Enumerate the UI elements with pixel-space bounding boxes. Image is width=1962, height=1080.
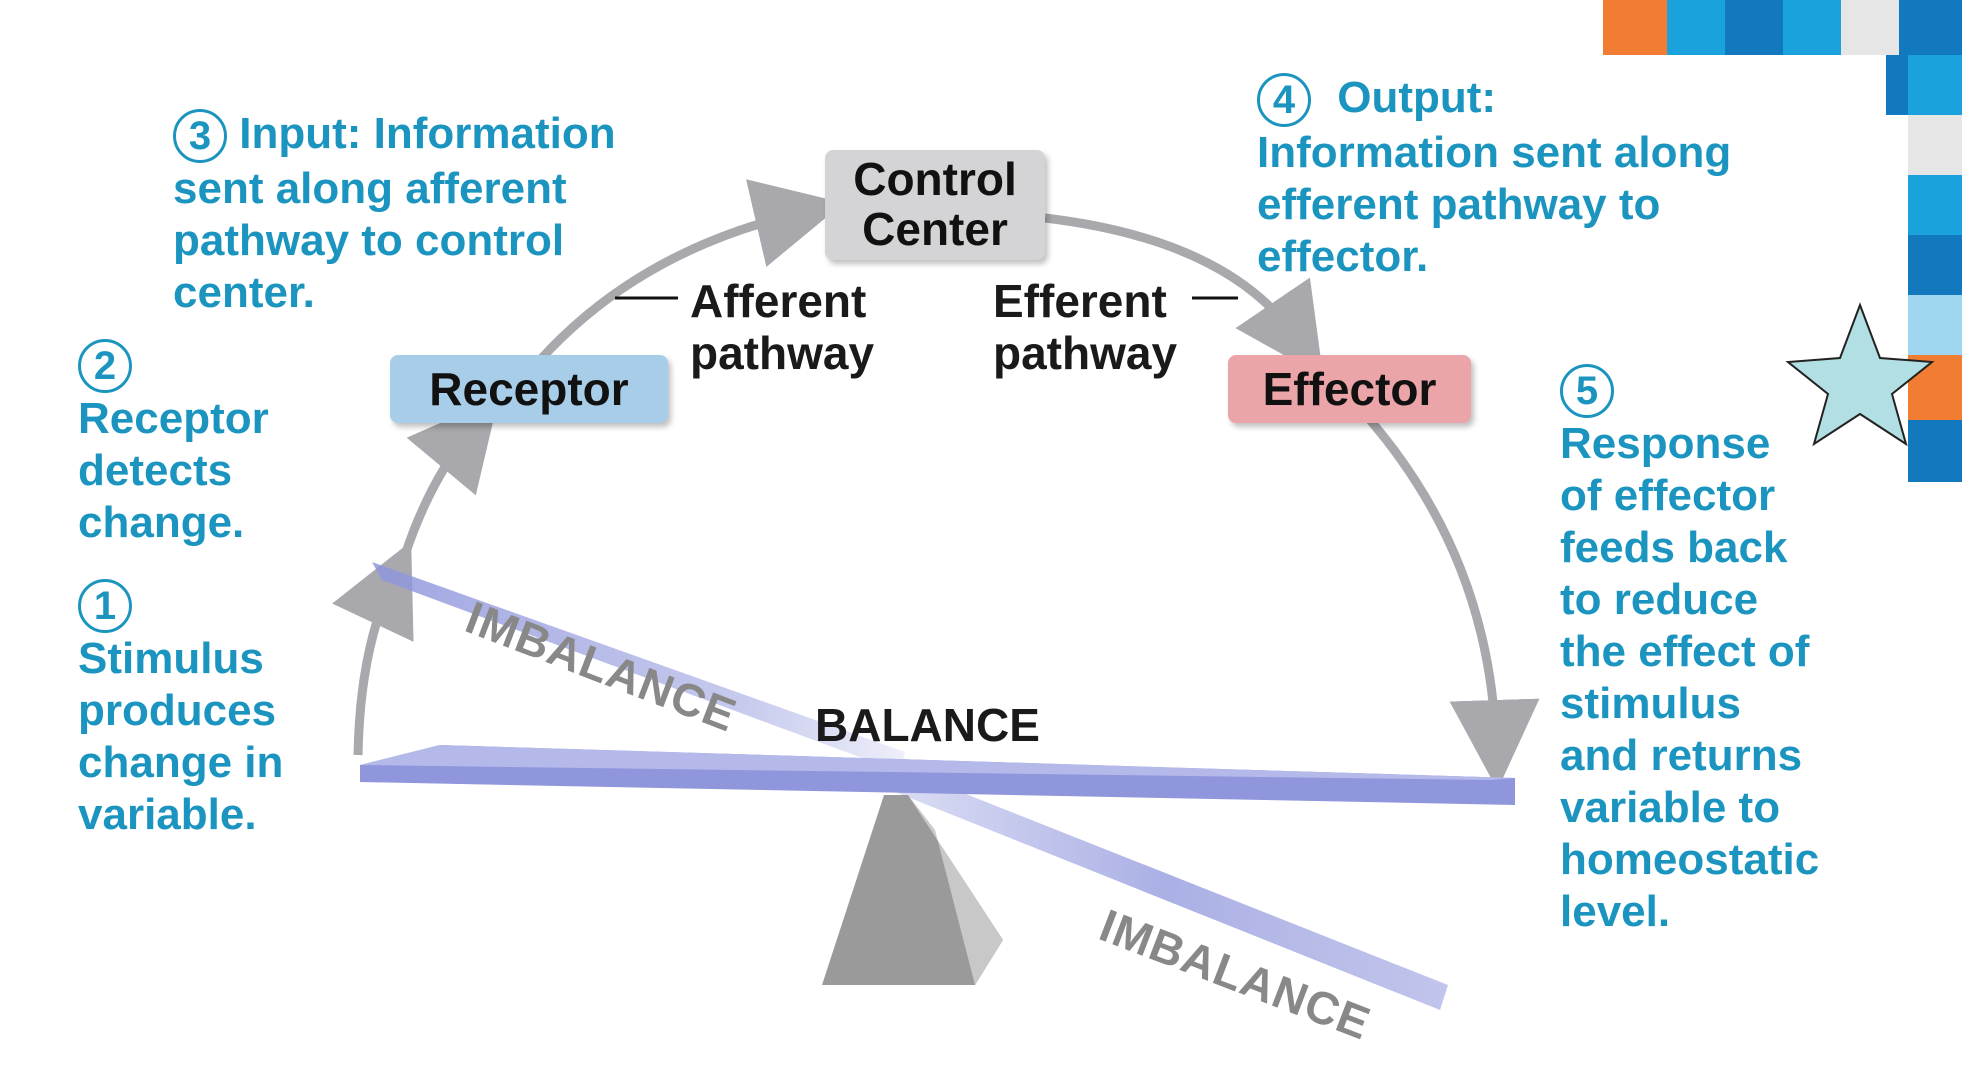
step-5-response: 5 Response of effector feeds back to red… xyxy=(1560,363,1819,938)
efferent-pathway-label: Efferent pathway xyxy=(993,275,1177,379)
step-3-input: 3 Input: Information sent along afferent… xyxy=(173,108,616,319)
stimulus-to-receptor-arrow xyxy=(332,541,414,756)
step-1-stimulus: 1 Stimulus produces change in variable. xyxy=(78,578,283,841)
control-center-label-line2: Center xyxy=(862,203,1008,255)
step-4-line: Information sent along xyxy=(1257,128,1732,178)
step-4-line: effector. xyxy=(1257,232,1429,282)
step-1-title: Stimulus xyxy=(78,634,264,684)
step-3-line: sent along afferent xyxy=(173,164,567,214)
step-3-line: center. xyxy=(173,268,315,318)
control-center-label-line1: Control xyxy=(853,153,1017,205)
step-4-line: efferent pathway to xyxy=(1257,180,1661,230)
afferent-word: Afferent xyxy=(690,275,867,327)
step-5-line: and returns xyxy=(1560,731,1803,781)
step-5-line: to reduce xyxy=(1560,575,1759,625)
balance-label: BALANCE xyxy=(815,699,1040,751)
afferent-pathway-label: Afferent pathway xyxy=(690,275,874,379)
step-1-number: 1 xyxy=(78,579,132,634)
receptor-arrow xyxy=(400,397,499,557)
step-2-number: 2 xyxy=(78,339,132,394)
efferent-pathway-word: pathway xyxy=(993,327,1178,379)
step-5-number: 5 xyxy=(1560,364,1614,419)
step-1-line: change in xyxy=(78,738,284,788)
step-5-line: level. xyxy=(1560,887,1671,937)
afferent-pathway-word: pathway xyxy=(690,327,875,379)
step-5-line: variable to xyxy=(1560,783,1781,833)
imbalance-beam-top xyxy=(372,562,905,772)
step-2-line: detects xyxy=(78,446,233,496)
step-5-line: feeds back xyxy=(1560,523,1788,573)
balance-beam-top-face xyxy=(360,745,1515,780)
step-5-line: the effect of xyxy=(1560,627,1810,677)
imbalance-beam-bottom xyxy=(880,760,1448,1010)
receptor-box: Receptor xyxy=(390,355,668,423)
step-5-line: stimulus xyxy=(1560,679,1741,729)
color-block-pattern-icon xyxy=(1603,0,1962,482)
fulcrum xyxy=(822,795,1003,985)
step-2-receptor: 2 Receptor detects change. xyxy=(78,338,269,549)
step-3-first-rest: Information xyxy=(373,109,616,158)
step-4-title: Output: xyxy=(1337,73,1497,122)
step-3-number: 3 xyxy=(173,109,227,164)
step-1-line: variable. xyxy=(78,790,257,840)
control-center-box: Control Center xyxy=(825,150,1045,260)
afferent-arrow xyxy=(536,179,844,364)
response-arrow xyxy=(1366,417,1540,790)
step-1-line: produces xyxy=(78,686,277,736)
step-5-line: of effector xyxy=(1560,471,1776,521)
fulcrum-shade xyxy=(908,795,1003,985)
step-5-line: homeostatic xyxy=(1560,835,1820,885)
step-3-line: pathway to control xyxy=(173,216,565,266)
step-5-title: Response xyxy=(1560,419,1771,469)
step-4-output: 4 Output: Information sent along efferen… xyxy=(1257,72,1731,283)
step-4-number: 4 xyxy=(1257,73,1311,128)
effector-box: Effector xyxy=(1228,355,1471,423)
step-2-line: change. xyxy=(78,498,245,548)
star-icon xyxy=(1785,302,1935,447)
step-2-title: Receptor xyxy=(78,394,269,444)
step-3-title: Input: xyxy=(239,109,362,158)
efferent-arrow xyxy=(1044,213,1324,378)
efferent-word: Efferent xyxy=(993,275,1167,327)
